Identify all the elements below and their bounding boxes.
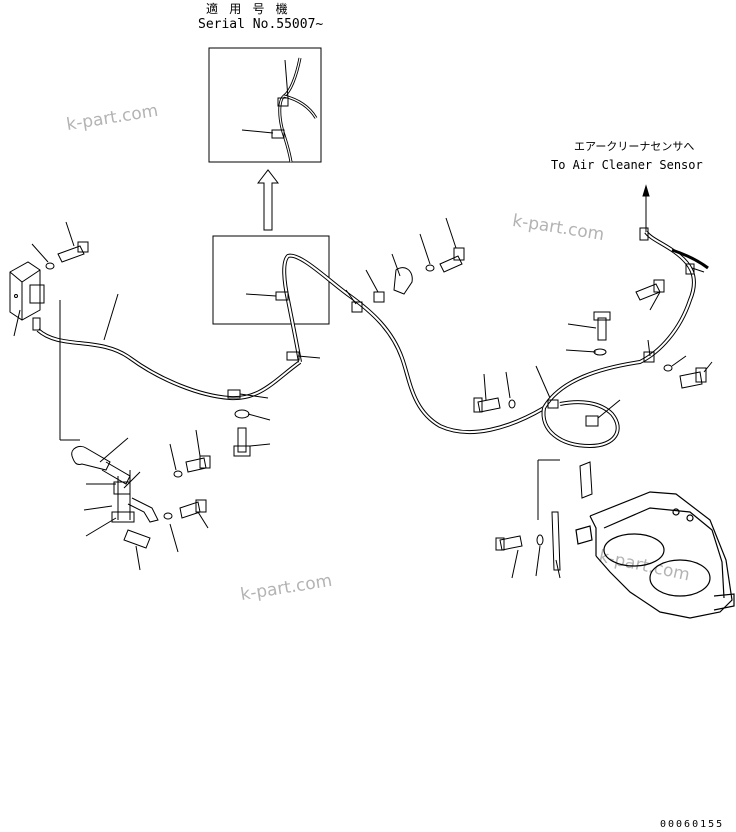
leader-lines [14, 218, 712, 578]
bolts-washers [46, 242, 706, 570]
up-arrow [258, 170, 278, 230]
sensor-label-jp: エアークリーナセンサへ [574, 140, 695, 153]
left-bracket [10, 262, 80, 440]
axle-housing [576, 492, 734, 618]
sensor-label-en: To Air Cleaner Sensor [551, 158, 703, 172]
main-harness [38, 186, 708, 446]
applicable-serial: Serial No.55007~ [198, 17, 324, 32]
drawing-number: 00060155 [660, 819, 725, 830]
lower-left-sensor [72, 446, 158, 548]
detail-inset-box [209, 48, 321, 162]
main-detail-box [213, 236, 329, 324]
applicable-label-jp: 適 用 号 機 [206, 2, 290, 16]
detail-inset-harness [242, 58, 316, 162]
